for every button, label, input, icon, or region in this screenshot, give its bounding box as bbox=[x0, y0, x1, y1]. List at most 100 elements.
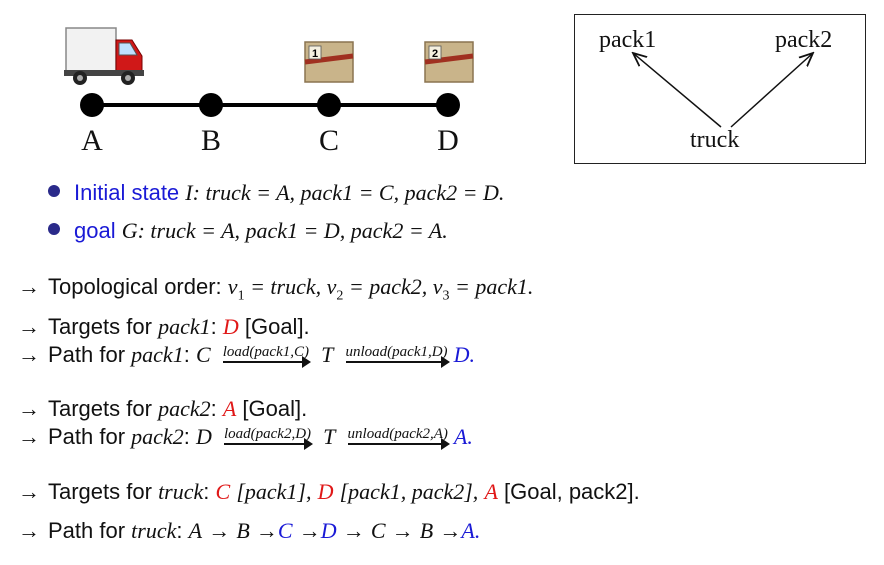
path-truck-step: B bbox=[419, 518, 434, 543]
node-b-dot bbox=[199, 93, 223, 117]
topo-v2: v bbox=[326, 274, 337, 299]
initial-state-bullet: Initial state I: truck = A, pack1 = C, p… bbox=[48, 180, 504, 206]
path-pack1-label: Path for bbox=[48, 342, 126, 367]
colon: : bbox=[210, 314, 217, 339]
topo-sub2: 2 bbox=[336, 288, 344, 304]
edge-truck-pack1 bbox=[633, 53, 722, 128]
arrow-icon: → bbox=[18, 274, 40, 299]
unload-pack2-op: unload(pack2,A) bbox=[347, 426, 448, 442]
path-pack2-mid: T bbox=[323, 424, 336, 449]
targets-pack2-label: Targets for bbox=[48, 396, 152, 421]
arrow-icon: → bbox=[18, 479, 40, 504]
graph-node-pack1: pack1 bbox=[599, 27, 657, 53]
arrow-icon: → bbox=[18, 396, 40, 421]
arrow-icon: → bbox=[18, 518, 40, 543]
arrow-icon: → bbox=[439, 518, 462, 543]
goal-label: goal bbox=[74, 218, 116, 243]
targets-pack2-loc: A bbox=[222, 396, 237, 421]
colon: : bbox=[176, 518, 183, 543]
targets-truck-a: A bbox=[484, 479, 498, 504]
initial-state-text: : truck = A, pack1 = C, pack2 = D. bbox=[192, 180, 505, 205]
node-d-label: D bbox=[437, 124, 459, 157]
node-d-dot bbox=[436, 93, 460, 117]
path-truck-label: Path for bbox=[48, 518, 126, 543]
arrow-icon: → bbox=[208, 518, 231, 543]
arrow-icon: → bbox=[18, 314, 40, 339]
targets-pack2-line: → Targets for pack2: A [Goal]. bbox=[18, 396, 307, 422]
node-a-label: A bbox=[81, 124, 103, 157]
topo-sub1: 1 bbox=[237, 288, 245, 304]
node-c-label: C bbox=[318, 124, 339, 157]
load-pack2-op: load(pack2,D) bbox=[223, 426, 312, 442]
targets-pack1-loc: D bbox=[222, 314, 239, 339]
path-pack2-end: A. bbox=[453, 424, 473, 449]
path-pack1-var: pack1 bbox=[131, 342, 184, 367]
path-truck-line: →Path for truck: A → B →C →D → C → B →A. bbox=[18, 518, 480, 544]
targets-truck-a-note: [Goal, pack2]. bbox=[504, 479, 640, 504]
path-truck-step: A bbox=[188, 518, 203, 543]
initial-state-label: Initial state bbox=[74, 180, 180, 205]
colon: : bbox=[210, 396, 217, 421]
arrow-icon: → bbox=[18, 342, 40, 367]
colon: : bbox=[183, 424, 190, 449]
topo-eq3: = pack1. bbox=[449, 274, 534, 299]
unload-pack2-arrow: unload(pack2,A) bbox=[347, 426, 451, 450]
targets-pack2-tail: [Goal]. bbox=[242, 396, 308, 421]
load-pack1-op: load(pack1,C) bbox=[222, 344, 309, 360]
causal-graph-edges bbox=[575, 15, 865, 128]
node-b-label: B bbox=[200, 124, 221, 157]
colon: : bbox=[203, 479, 210, 504]
path-truck-step: D bbox=[320, 518, 337, 543]
targets-truck-c: C bbox=[215, 479, 231, 504]
edge-truck-pack2 bbox=[730, 53, 813, 128]
bullet-dot bbox=[48, 185, 60, 197]
targets-pack2-var: pack2 bbox=[158, 396, 211, 421]
node-a-dot bbox=[80, 93, 104, 117]
path-truck-step: C bbox=[370, 518, 386, 543]
goal-var: G bbox=[121, 218, 138, 243]
arrow-icon: → bbox=[298, 518, 321, 543]
topo-sub3: 3 bbox=[442, 288, 450, 304]
path-truck-step: A. bbox=[461, 518, 481, 543]
path-truck-step: B bbox=[236, 518, 250, 543]
unload-pack1-op: unload(pack1,D) bbox=[345, 344, 448, 360]
path-pack1-line: →Path for pack1: C load(pack1,C) T unloa… bbox=[18, 342, 475, 368]
topo-v3: v bbox=[432, 274, 443, 299]
node-c-dot bbox=[317, 93, 341, 117]
load-pack1-arrow: load(pack1,C) bbox=[222, 344, 312, 368]
targets-pack1-line: → Targets for pack1: D [Goal]. bbox=[18, 314, 310, 340]
arrow-icon: → bbox=[342, 518, 365, 543]
graph-node-pack2: pack2 bbox=[775, 27, 833, 53]
targets-truck-c-note: [pack1], bbox=[236, 479, 312, 504]
arrow-icon: → bbox=[255, 518, 278, 543]
unload-pack1-arrow: unload(pack1,D) bbox=[345, 344, 450, 368]
path-pack2-label: Path for bbox=[48, 424, 126, 449]
targets-pack1-label: Targets for bbox=[48, 314, 152, 339]
truck-icon bbox=[64, 27, 144, 85]
path-pack1-start: C bbox=[195, 342, 211, 367]
initial-state-var: I bbox=[185, 180, 193, 205]
path-truck-var: truck bbox=[131, 518, 177, 543]
causal-graph-box: pack1 pack2 truck bbox=[574, 14, 866, 164]
targets-truck-label: Targets for bbox=[48, 479, 152, 504]
bullet-dot bbox=[48, 223, 60, 235]
path-pack2-line: →Path for pack2: D load(pack2,D) T unloa… bbox=[18, 424, 473, 450]
targets-truck-d-note: [pack1, pack2], bbox=[339, 479, 479, 504]
arrow-icon: → bbox=[18, 424, 40, 449]
path-pack1-mid: T bbox=[321, 342, 334, 367]
load-pack2-arrow: load(pack2,D) bbox=[223, 426, 314, 450]
package-2-badge: 2 bbox=[432, 48, 438, 60]
targets-pack1-tail: [Goal]. bbox=[244, 314, 310, 339]
topo-label: Topological order: bbox=[48, 274, 222, 299]
topo-eq2: = pack2, bbox=[343, 274, 433, 299]
topological-order-line: →Topological order: v1 = truck, v2 = pac… bbox=[18, 274, 533, 304]
path-pack1-end: D. bbox=[453, 342, 475, 367]
graph-node-truck: truck bbox=[690, 127, 740, 153]
targets-pack1-var: pack1 bbox=[158, 314, 211, 339]
package-1-icon: 1 bbox=[304, 41, 354, 83]
topo-v1: v bbox=[227, 274, 238, 299]
goal-bullet: goal G: truck = A, pack1 = D, pack2 = A. bbox=[48, 218, 448, 244]
targets-truck-var: truck bbox=[158, 479, 204, 504]
arrow-icon: → bbox=[391, 518, 414, 543]
package-2-icon: 2 bbox=[424, 41, 474, 83]
